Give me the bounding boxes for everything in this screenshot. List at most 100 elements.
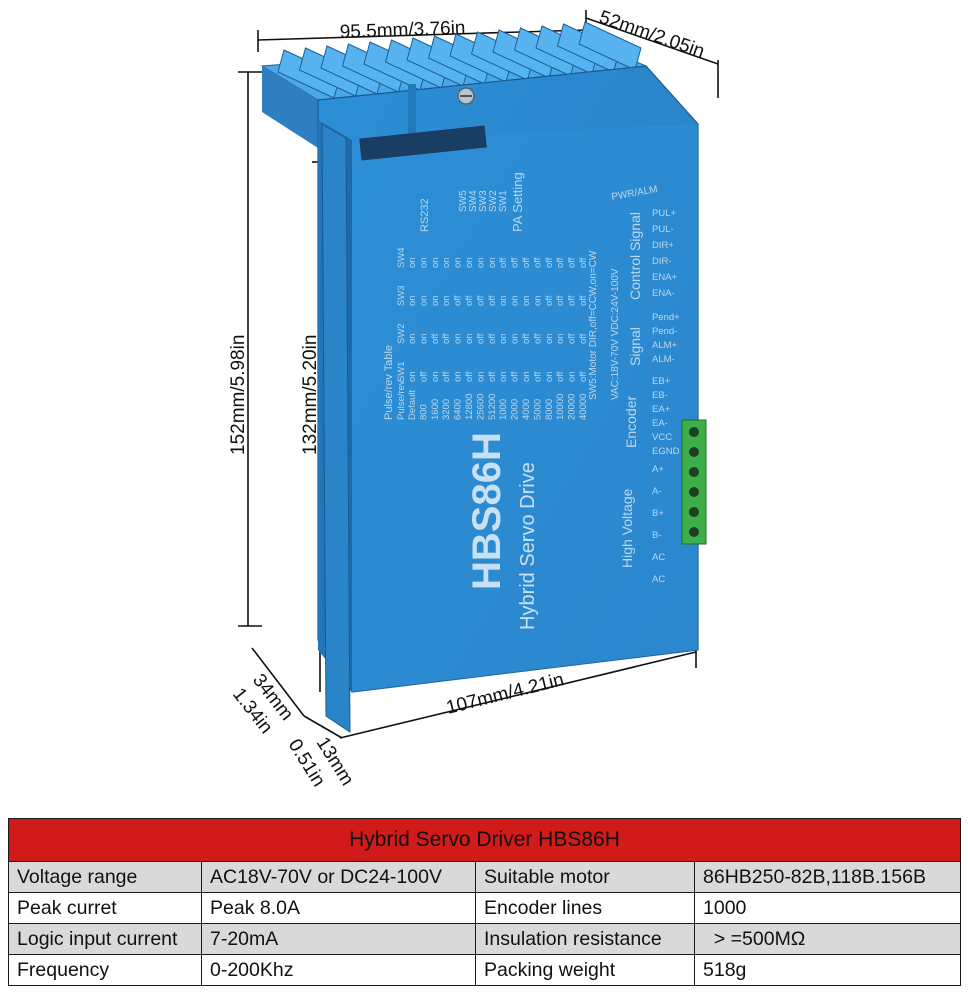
pulse-table-cell: on bbox=[407, 295, 418, 306]
pulse-table-cell: on bbox=[532, 295, 543, 306]
spec-table: Hybrid Servo Driver HBS86H Voltage range… bbox=[8, 818, 961, 986]
pulse-table-header: SW1 bbox=[396, 361, 407, 382]
pulse-table-cell: Default bbox=[407, 390, 418, 420]
control-signal-label: Control Signal bbox=[627, 212, 643, 300]
spec-label: Packing weight bbox=[475, 954, 695, 986]
pulse-table-cell: 40000 bbox=[578, 394, 589, 420]
pulse-table-cell: off bbox=[578, 371, 589, 382]
pulse-table-cell: on bbox=[510, 295, 521, 306]
pulse-table-cell: on bbox=[498, 371, 509, 382]
pin-label: AC bbox=[652, 574, 665, 585]
sw-switch-label: SW2 bbox=[488, 190, 499, 212]
pulse-table-cell: 8000 bbox=[544, 399, 555, 420]
pin-label: PUL+ bbox=[652, 208, 676, 219]
pulse-table-cell: off bbox=[475, 333, 486, 344]
spec-value: Peak 8.0A bbox=[201, 892, 476, 924]
pulse-table-cell: on bbox=[464, 333, 475, 344]
pulse-table-cell: on bbox=[544, 371, 555, 382]
pin-label: ENA+ bbox=[652, 272, 678, 283]
pulse-table-cell: off bbox=[487, 333, 498, 344]
pulse-table-cell: on bbox=[407, 333, 418, 344]
pulse-table-header: Pulse/rev bbox=[396, 380, 407, 420]
pin-label: ALM+ bbox=[652, 340, 678, 351]
pin-label: PUL- bbox=[652, 224, 674, 235]
pin-label: B+ bbox=[652, 508, 664, 519]
pulse-table-cell: on bbox=[453, 333, 464, 344]
pin-label: EB- bbox=[652, 390, 668, 401]
pulse-table-cell: off bbox=[510, 371, 521, 382]
sw-switch-label: SW5 bbox=[458, 190, 469, 212]
pulse-table-header: SW4 bbox=[396, 247, 407, 268]
pulse-table-cell: on bbox=[464, 257, 475, 268]
spec-value: 86HB250-82B,118B.156B bbox=[694, 861, 961, 893]
pulse-table-cell: on bbox=[475, 257, 486, 268]
pulse-table-cell: 10000 bbox=[555, 394, 566, 420]
pulse-table-cell: off bbox=[521, 333, 532, 344]
spec-table-title: Hybrid Servo Driver HBS86H bbox=[8, 818, 961, 862]
dim-total-height: 152mm/5.98in bbox=[228, 335, 249, 455]
dip-switch-block bbox=[359, 125, 487, 161]
pulse-table-cell: on bbox=[430, 295, 441, 306]
pulse-table-cell: on bbox=[430, 257, 441, 268]
pulse-table-cell: off bbox=[555, 371, 566, 382]
pulse-table-cell: off bbox=[487, 295, 498, 306]
pulse-table-cell: 3200 bbox=[441, 399, 452, 420]
pulse-table-cell: 4000 bbox=[521, 399, 532, 420]
terminal-screw bbox=[689, 447, 699, 457]
pulse-table-cell: on bbox=[544, 333, 555, 344]
pin-label: ALM- bbox=[652, 354, 675, 365]
spec-value: AC18V-70V or DC24-100V bbox=[201, 861, 476, 893]
pulse-table-cell: off bbox=[532, 371, 543, 382]
pulse-table-cell: off bbox=[464, 295, 475, 306]
pulse-table-cell: on bbox=[441, 295, 452, 306]
spec-label: Voltage range bbox=[8, 861, 202, 893]
pulse-table-cell: 800 bbox=[418, 404, 429, 420]
sw-switch-label: SW4 bbox=[468, 190, 479, 212]
sw-switch-label: SW1 bbox=[498, 190, 509, 212]
pulse-table-cell: 6400 bbox=[453, 399, 464, 420]
pulse-table-cell: on bbox=[418, 257, 429, 268]
spec-label: Insulation resistance bbox=[475, 923, 695, 955]
pulse-table-cell: 25600 bbox=[475, 394, 486, 420]
pulse-table-cell: off bbox=[555, 295, 566, 306]
dim-body-height: 132mm/5.20in bbox=[300, 335, 321, 455]
pulse-table-cell: off bbox=[578, 295, 589, 306]
pulse-table-header: SW3 bbox=[396, 285, 407, 306]
pulse-table-cell: off bbox=[498, 257, 509, 268]
pulse-table-cell: off bbox=[555, 257, 566, 268]
spec-label: Encoder lines bbox=[475, 892, 695, 924]
pin-label: ENA- bbox=[652, 288, 675, 299]
pulse-table-cell: off bbox=[464, 371, 475, 382]
terminal-screw bbox=[689, 527, 699, 537]
pulse-table-cell: 1600 bbox=[430, 399, 441, 420]
pulse-table-cell: 51200 bbox=[487, 394, 498, 420]
spec-value: 0-200Khz bbox=[201, 954, 476, 986]
terminal-screw bbox=[689, 427, 699, 437]
pulse-table-cell: on bbox=[407, 371, 418, 382]
model-subtitle: Hybrid Servo Drive bbox=[517, 462, 539, 630]
heatsink bbox=[260, 21, 648, 148]
device-body bbox=[317, 65, 699, 733]
spec-label: Logic input current bbox=[8, 923, 202, 955]
pulse-table-cell: 2000 bbox=[510, 399, 521, 420]
terminal-screw bbox=[689, 507, 699, 517]
pin-label: VCC bbox=[652, 432, 672, 443]
pulse-table-cell: off bbox=[441, 333, 452, 344]
pulse-table-cell: 5000 bbox=[532, 399, 543, 420]
spec-label: Peak curret bbox=[8, 892, 202, 924]
sw-switch-label: SW3 bbox=[478, 190, 489, 212]
pulse-table-cell: on bbox=[475, 371, 486, 382]
pulse-table-cell: off bbox=[510, 257, 521, 268]
pulse-table-cell: off bbox=[544, 295, 555, 306]
pulse-table-cell: on bbox=[407, 257, 418, 268]
spec-value: 7-20mA bbox=[201, 923, 476, 955]
spec-value: 1000 bbox=[694, 892, 961, 924]
pulse-table-cell: off bbox=[521, 257, 532, 268]
pulse-table-cell: off bbox=[578, 257, 589, 268]
voltage-note: VAC:18V-70V VDC:24V-100V bbox=[610, 268, 621, 400]
pin-label: B- bbox=[652, 530, 662, 541]
